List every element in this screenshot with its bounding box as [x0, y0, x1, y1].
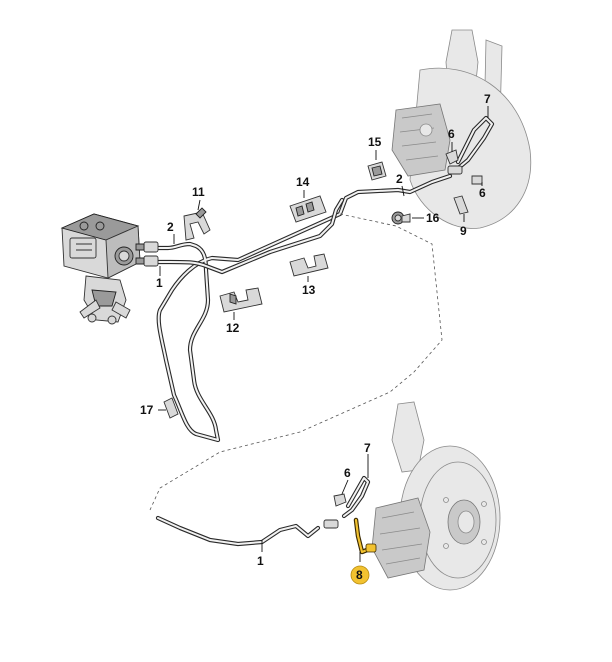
callout-7[interactable]: 7	[484, 92, 491, 118]
rear-brake-caliper-ghost	[371, 497, 431, 579]
pipeB-fill	[151, 199, 343, 273]
callout-8[interactable]: 8	[350, 552, 370, 585]
callout-12[interactable]: 12	[226, 312, 240, 335]
callout-17[interactable]: 17	[140, 403, 166, 417]
retaining-clip-front-6	[445, 149, 483, 185]
svg-text:1: 1	[156, 276, 163, 290]
svg-text:6: 6	[344, 466, 351, 480]
svg-text:14: 14	[296, 175, 310, 189]
pipe-clip-13	[289, 253, 329, 277]
retaining-clip-rear-6	[333, 493, 347, 507]
bleeder-valve-9	[453, 195, 469, 215]
svg-text:17: 17	[140, 403, 154, 417]
callout-6[interactable]: 6	[479, 182, 486, 200]
brake-line-rear-caliper	[353, 517, 377, 555]
abs-mounting-bracket	[79, 275, 131, 325]
pipe-clip-14	[289, 195, 327, 223]
clip-15	[367, 161, 387, 181]
brake-pipe-front-branch	[149, 197, 345, 275]
brake-pipe-rear	[155, 515, 321, 547]
pipeA-fill	[151, 175, 451, 441]
svg-text:2: 2	[396, 172, 403, 186]
svg-text:12: 12	[226, 321, 240, 335]
grommet-17	[163, 397, 179, 419]
callout-15[interactable]: 15	[368, 135, 382, 160]
brake-hose-front	[447, 115, 495, 175]
svg-text:13: 13	[302, 283, 316, 297]
pipeC-outline	[155, 515, 321, 547]
pipe-continuation-dashed	[149, 213, 443, 511]
abs-control-unit	[60, 213, 141, 279]
callout-7[interactable]: 7	[364, 441, 371, 478]
svg-text:6: 6	[479, 186, 486, 200]
svg-text:2: 2	[167, 220, 174, 234]
callout-11[interactable]: 11	[192, 185, 205, 211]
svg-text:8: 8	[356, 568, 363, 582]
callouts: 1 1 2 2 6 6 6 7	[140, 92, 491, 585]
callout-13[interactable]: 13	[302, 276, 316, 297]
callout-6[interactable]: 6	[341, 466, 351, 495]
svg-text:7: 7	[364, 441, 371, 455]
svg-text:11: 11	[192, 185, 205, 199]
callout-2[interactable]: 2	[396, 172, 405, 197]
svg-text:15: 15	[368, 135, 382, 149]
pipe-clip-11	[183, 207, 211, 241]
front-brake-caliper-ghost	[391, 103, 451, 177]
bolt-16	[391, 211, 411, 225]
brake-pipe-front	[149, 173, 453, 443]
svg-text:16: 16	[426, 211, 440, 225]
svg-text:7: 7	[484, 92, 491, 106]
svg-text:6: 6	[448, 127, 455, 141]
callout-1[interactable]: 1	[257, 540, 264, 568]
svg-text:9: 9	[460, 224, 467, 238]
callout-16[interactable]: 16	[412, 211, 440, 225]
callout-1[interactable]: 1	[156, 266, 163, 290]
pipe-union-nut	[135, 241, 159, 267]
svg-text:1: 1	[257, 554, 264, 568]
callout-2[interactable]: 2	[167, 220, 175, 244]
pipe-clip-12	[219, 287, 263, 313]
callout-6[interactable]: 6	[448, 127, 455, 152]
callout-9[interactable]: 9	[460, 214, 467, 238]
callout-14[interactable]: 14	[296, 175, 310, 198]
brake-hose-rear	[323, 475, 371, 529]
